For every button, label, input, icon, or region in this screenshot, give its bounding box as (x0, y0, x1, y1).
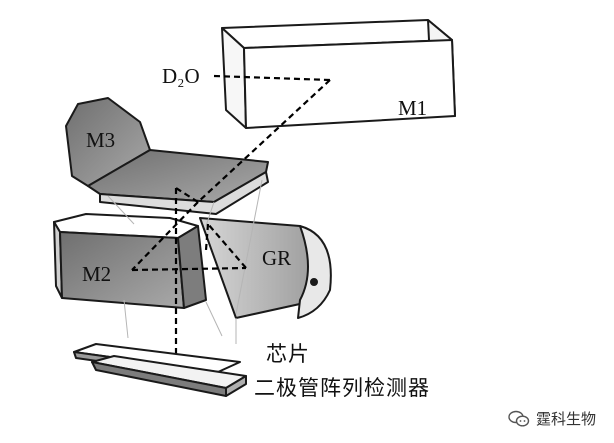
mirror-m3 (65, 97, 269, 215)
mirror-m2 (53, 213, 207, 309)
watermark: 霆科生物 (508, 408, 596, 429)
label-chip: 芯片 (266, 342, 310, 366)
label-detector: 二极管阵列检测器 (254, 376, 430, 400)
detector-plates (73, 343, 247, 397)
wechat-bubble-icon (508, 410, 530, 427)
grating-gr (199, 217, 332, 319)
guide-lines (107, 179, 263, 344)
label-m2: M2 (82, 262, 112, 286)
label-m3: M3 (86, 128, 116, 152)
label-m1: M1 (398, 96, 428, 120)
label-gr: GR (262, 246, 292, 270)
beam-path (131, 74, 331, 380)
watermark-text: 霆科生物 (536, 410, 597, 428)
mirror-m1 (221, 19, 456, 129)
label-d2o: D₂O (162, 64, 200, 88)
